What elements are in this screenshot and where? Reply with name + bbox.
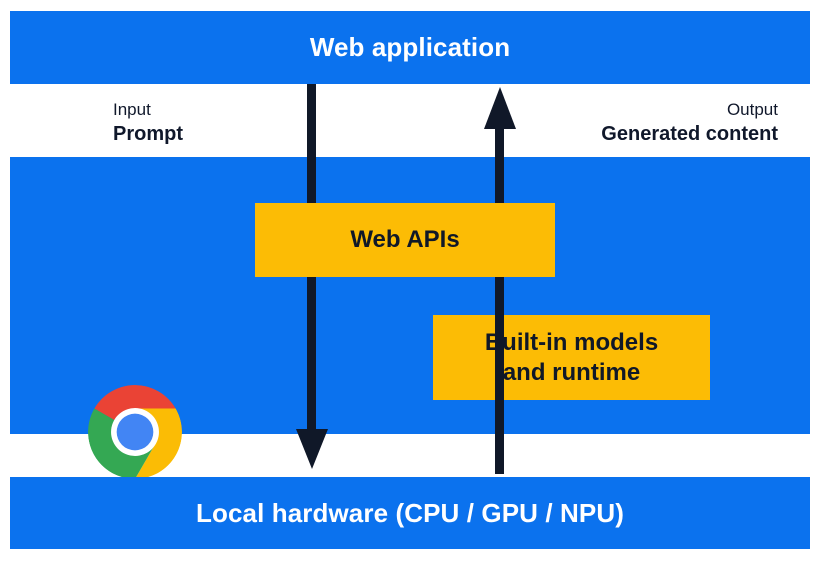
band-web-application: Web application — [10, 11, 810, 84]
box-web-apis-label: Web APIs — [350, 226, 460, 253]
band-web-application-label: Web application — [309, 32, 511, 62]
input-kind-label: Input — [113, 100, 151, 119]
input-label-group: Input Prompt — [113, 99, 183, 147]
box-built-in-models[interactable]: Built-in models and runtime — [433, 315, 710, 400]
chrome-icon — [88, 385, 182, 479]
output-kind-label: Output — [726, 100, 778, 119]
band-local-hardware: Local hardware (CPU / GPU / NPU) — [10, 477, 810, 549]
input-arrow-down-icon — [296, 84, 328, 469]
output-value-label: Generated content — [601, 122, 778, 145]
output-arrow-up-icon — [484, 87, 516, 474]
input-value-label: Prompt — [113, 122, 183, 145]
box-web-apis[interactable]: Web APIs — [255, 203, 555, 277]
band-local-hardware-label: Local hardware (CPU / GPU / NPU) — [196, 497, 624, 528]
output-label-group: Output Generated content — [601, 99, 778, 147]
